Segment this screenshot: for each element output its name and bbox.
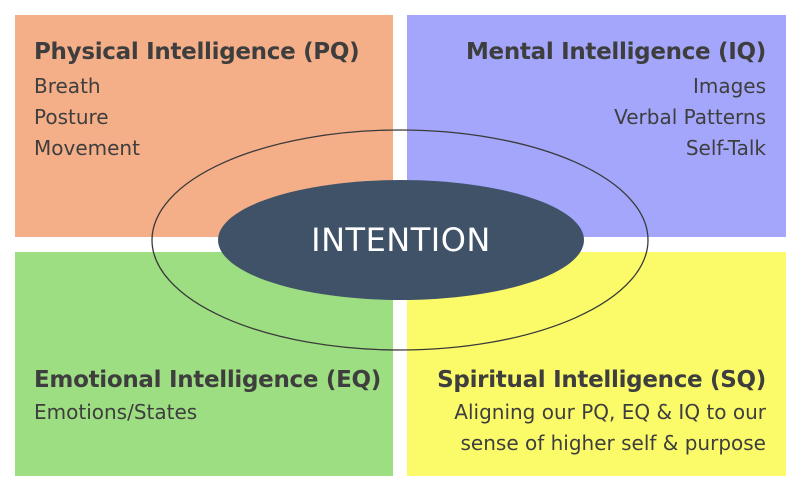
- mental-intelligence-list: Images Verbal Patterns Self-Talk: [614, 71, 766, 164]
- intention-ellipse: [218, 180, 584, 300]
- physical-intelligence-title: Physical Intelligence (PQ): [34, 39, 360, 65]
- mental-intelligence-title: Mental Intelligence (IQ): [465, 39, 766, 65]
- physical-item: Breath: [34, 74, 101, 98]
- emotional-intelligence-list: Emotions/States: [34, 397, 197, 428]
- spiritual-item: Aligning our PQ, EQ & IQ to our: [454, 400, 766, 424]
- mental-item: Self-Talk: [685, 136, 766, 160]
- mental-item: Verbal Patterns: [614, 105, 766, 129]
- emotional-item: Emotions/States: [34, 400, 198, 424]
- spiritual-intelligence-list: Aligning our PQ, EQ & IQ to our sense of…: [454, 397, 766, 459]
- spiritual-intelligence-title: Spiritual Intelligence (SQ): [437, 367, 766, 393]
- physical-intelligence-list: Breath Posture Movement: [34, 71, 140, 164]
- emotional-intelligence-title: Emotional Intelligence (EQ): [34, 367, 381, 393]
- spiritual-item: sense of higher self & purpose: [460, 431, 767, 455]
- intention-label: INTENTION: [311, 221, 491, 259]
- physical-item: Movement: [34, 136, 140, 160]
- physical-item: Posture: [34, 105, 109, 129]
- outer-ellipse: [151, 129, 649, 351]
- physical-intelligence-quadrant: Physical Intelligence (PQ) Breath Postur…: [15, 15, 393, 237]
- mental-item: Images: [692, 74, 766, 98]
